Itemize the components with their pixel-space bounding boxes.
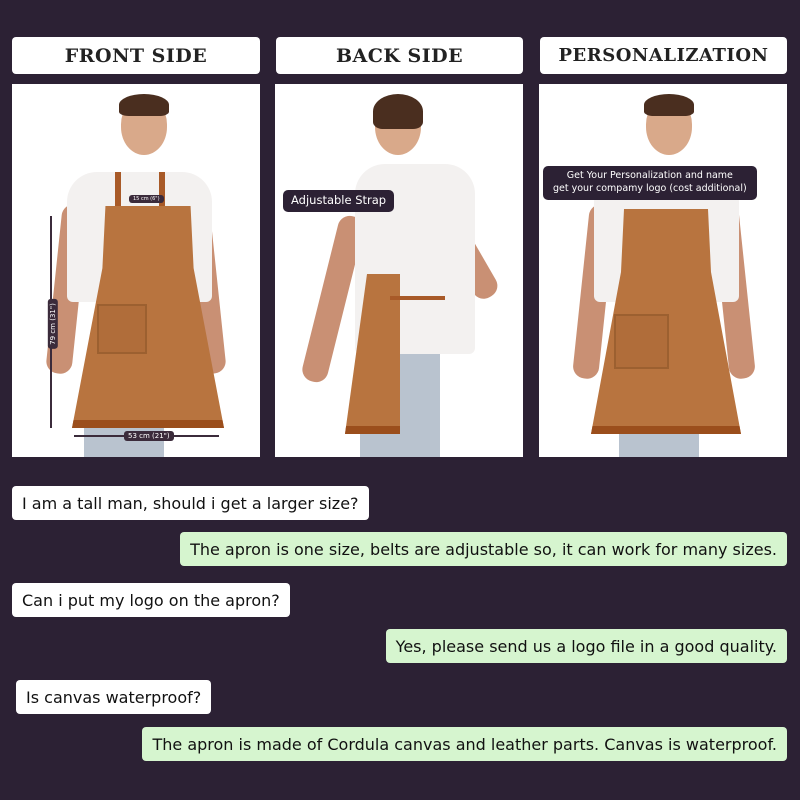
callout-line-2: get your compamy logo (cost additional) [553, 182, 747, 194]
question-bubble: Is canvas waterproof? [16, 680, 212, 714]
header-personalization: PERSONALIZATION [540, 37, 787, 74]
back-side-photo: Adjustable Strap [275, 84, 523, 457]
answer-bubble: The apron is one size, belts are adjusta… [180, 532, 787, 566]
answer-bubble: The apron is made of Cordula canvas and … [142, 727, 787, 761]
callout-line-1: Get Your Personalization and name [566, 170, 733, 181]
question-bubble: Can i put my logo on the apron? [12, 583, 290, 617]
adjustable-strap-callout: Adjustable Strap [283, 190, 395, 212]
height-label: 79 cm (31") [47, 299, 58, 349]
personalization-callout: Get Your Personalization and name get yo… [543, 166, 757, 200]
personalization-photo: Get Your Personalization and name get yo… [539, 84, 787, 457]
neck-label: 15 cm (6") [129, 195, 164, 203]
header-back-side: BACK SIDE [276, 37, 523, 74]
question-bubble: I am a tall man, should i get a larger s… [12, 486, 369, 520]
answer-bubble: Yes, please send us a logo file in a goo… [385, 629, 787, 663]
front-side-photo: 79 cm (31") 53 cm (21") 15 cm (6") [12, 84, 260, 457]
width-label: 53 cm (21") [124, 431, 174, 441]
header-front-side: FRONT SIDE [12, 37, 260, 74]
